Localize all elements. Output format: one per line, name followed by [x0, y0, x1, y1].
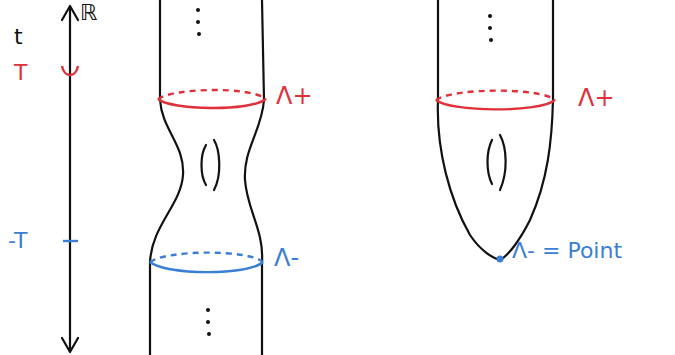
- ellipsis-dot: [196, 8, 200, 12]
- time-tick: [63, 240, 78, 242]
- ellipsis-dot: [196, 20, 200, 24]
- axis-arrowhead: [62, 338, 78, 352]
- genus-hole: [202, 145, 207, 185]
- slice-back: [436, 91, 555, 100]
- time-value: T: [14, 62, 27, 84]
- surface-left-side: [150, 0, 183, 355]
- genus-hole: [500, 135, 506, 190]
- ellipsis-dot: [206, 320, 210, 324]
- slice-front: [150, 262, 263, 272]
- cap-surface: [438, 0, 553, 260]
- ellipsis-dot: [206, 308, 210, 312]
- boundary-label: Λ+: [276, 84, 313, 108]
- time-value: -T: [8, 230, 27, 252]
- slice-front: [436, 100, 555, 109]
- ellipsis-dot: [488, 26, 492, 30]
- surface-right-side: [245, 0, 264, 355]
- axis-name: ℝ: [80, 2, 97, 24]
- slice-back: [158, 90, 266, 99]
- ellipsis-dot: [488, 14, 492, 18]
- slice-back: [150, 253, 263, 262]
- ellipsis-dot: [489, 38, 493, 42]
- axis-arrowhead: [62, 6, 78, 20]
- ellipsis-dot: [197, 32, 201, 36]
- boundary-label: Λ- = Point: [512, 240, 622, 262]
- genus-hole: [488, 140, 493, 184]
- boundary-label: Λ+: [578, 86, 615, 110]
- boundary-label: Λ-: [274, 246, 299, 270]
- time-axis: [69, 8, 71, 350]
- time-tick: [62, 66, 78, 75]
- ellipsis-dot: [207, 332, 211, 336]
- slice-front: [158, 99, 266, 108]
- axis-variable: t: [14, 26, 23, 48]
- genus-hole: [214, 140, 219, 190]
- point-end: [497, 256, 504, 263]
